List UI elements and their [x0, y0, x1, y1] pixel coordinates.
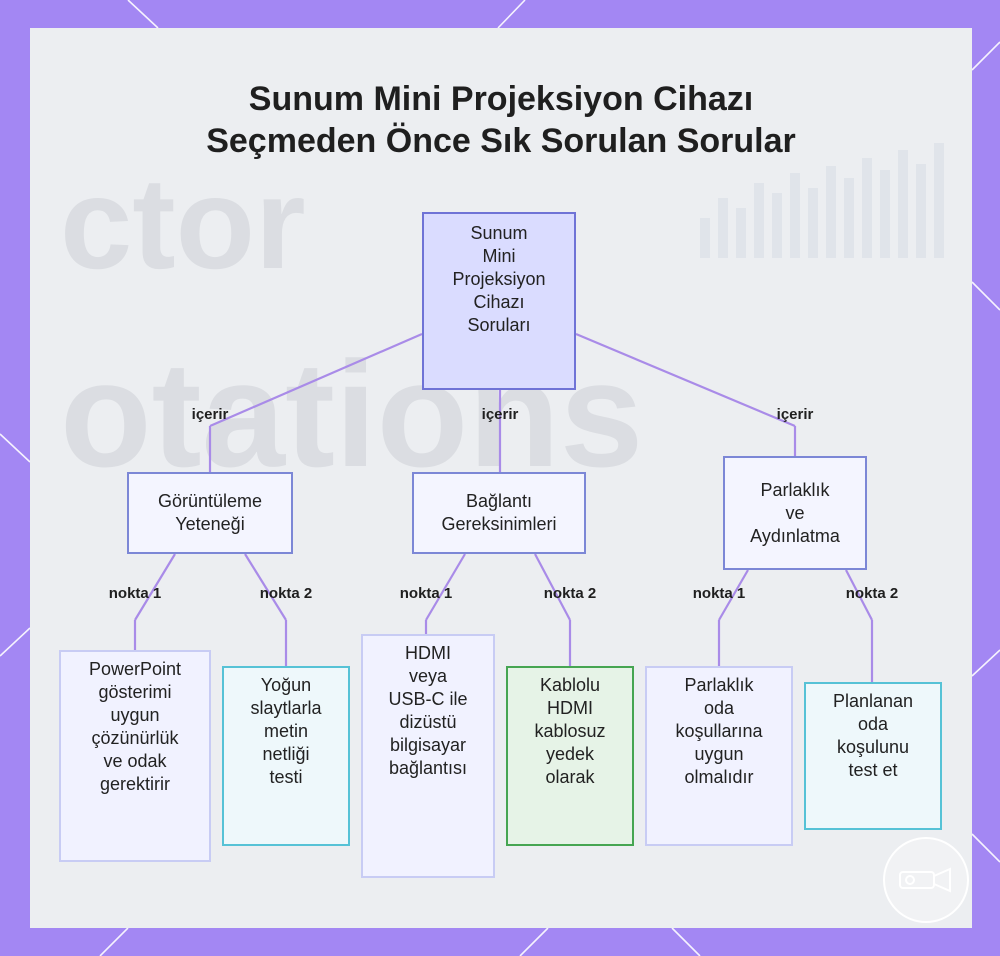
connector-lines: [133, 332, 874, 682]
leaf-line: bağlantısı: [388, 758, 468, 778]
category-line: Aydınlatma: [750, 525, 840, 546]
category-node-connection: Bağlantı Gereksinimleri: [412, 472, 586, 554]
leaf-line: HDMI: [404, 643, 451, 663]
leaf-line: bilgisayar: [389, 735, 467, 755]
leaf-line: HDMI: [546, 698, 593, 718]
leaf-line: uygun: [694, 744, 744, 764]
category-line: Yeteneği: [175, 514, 245, 534]
root-line: Sunum: [470, 223, 528, 243]
leaf-line: veya: [408, 666, 447, 686]
leaf-line: koşulunu: [836, 737, 910, 757]
leaf-line: slaytlarla: [250, 698, 322, 718]
category-line: Görüntüleme: [157, 491, 263, 511]
leaf-node-text-clarity: Yoğun slaytlarla metin netliği testi: [222, 666, 350, 846]
category-node-brightness: Parlaklık ve Aydınlatma: [723, 456, 867, 570]
category-line: ve: [785, 502, 805, 523]
leaf-node-brightness-room: Parlaklık oda koşullarına uygun olmalıdı…: [645, 666, 793, 846]
watermark-text: ctor: [60, 150, 306, 296]
edge-label-point-2: nokta 2: [259, 585, 313, 602]
leaf-node-hdmi-usbc: HDMI veya USB-C ile dizüstü bilgisayar b…: [361, 634, 495, 878]
root-node: Sunum Mini Projeksiyon Cihazı Soruları: [422, 212, 576, 390]
leaf-line: metin: [263, 721, 308, 741]
category-line: Parlaklık: [760, 479, 830, 500]
edge-label-point-1: nokta 1: [108, 585, 162, 602]
leaf-line: oda: [857, 714, 889, 734]
background-bars-graphic: [700, 143, 944, 258]
leaf-line: dizüstü: [399, 712, 457, 732]
leaf-node-resolution: PowerPoint gösterimi uygun çözünürlük ve…: [59, 650, 211, 862]
root-line: Cihazı: [473, 292, 525, 312]
leaf-line: testi: [269, 767, 303, 787]
leaf-line: Planlanan: [832, 691, 914, 711]
edge-label-point-2: nokta 2: [845, 585, 899, 602]
leaf-line: gösterimi: [98, 682, 172, 702]
edge-label-contains: içerir: [191, 406, 229, 423]
leaf-line: USB-C ile: [388, 689, 468, 709]
leaf-line: Kablolu: [539, 675, 601, 695]
leaf-line: çözünürlük: [91, 728, 179, 748]
title-line-2: Seçmeden Önce Sık Sorulan Sorular: [206, 122, 796, 160]
root-line: Mini: [482, 246, 516, 266]
leaf-line: koşullarına: [675, 721, 763, 741]
leaf-line: Yoğun: [260, 675, 312, 695]
leaf-node-wired-backup: Kablolu HDMI kablosuz yedek olarak: [506, 666, 634, 846]
leaf-line: gerektirir: [99, 774, 170, 794]
leaf-line: olmalıdır: [684, 767, 754, 787]
leaf-line: test et: [848, 760, 898, 780]
leaf-line: ve odak: [103, 751, 167, 771]
diagram-panel: ctor otations Sunum Mini Projeksiyon Cih…: [30, 28, 972, 928]
leaf-line: Parlaklık: [684, 675, 754, 695]
edge-label-contains: içerir: [776, 406, 814, 423]
category-line: Gereksinimleri: [441, 514, 557, 534]
edge-label-point-1: nokta 1: [399, 585, 453, 602]
edge-label-point-1: nokta 1: [692, 585, 746, 602]
leaf-line: PowerPoint: [88, 659, 182, 679]
edge-label-contains: içerir: [481, 406, 519, 423]
leaf-line: yedek: [545, 744, 595, 764]
category-node-display: Görüntüleme Yeteneği: [127, 472, 293, 554]
leaf-line: netliği: [262, 744, 310, 764]
page-title: Sunum Mini Projeksiyon Cihazı Seçmeden Ö…: [30, 78, 972, 162]
leaf-line: oda: [703, 698, 735, 718]
title-line-1: Sunum Mini Projeksiyon Cihazı: [248, 80, 754, 118]
leaf-line: uygun: [110, 705, 160, 725]
leaf-node-test-room: Planlanan oda koşulunu test et: [804, 682, 942, 830]
edge-label-point-2: nokta 2: [543, 585, 597, 602]
leaf-line: kablosuz: [534, 721, 606, 741]
root-line: Projeksiyon: [452, 269, 546, 289]
category-line: Bağlantı: [465, 491, 533, 511]
root-line: Soruları: [467, 315, 531, 335]
projector-logo-icon: [883, 837, 969, 923]
leaf-line: olarak: [545, 767, 595, 787]
